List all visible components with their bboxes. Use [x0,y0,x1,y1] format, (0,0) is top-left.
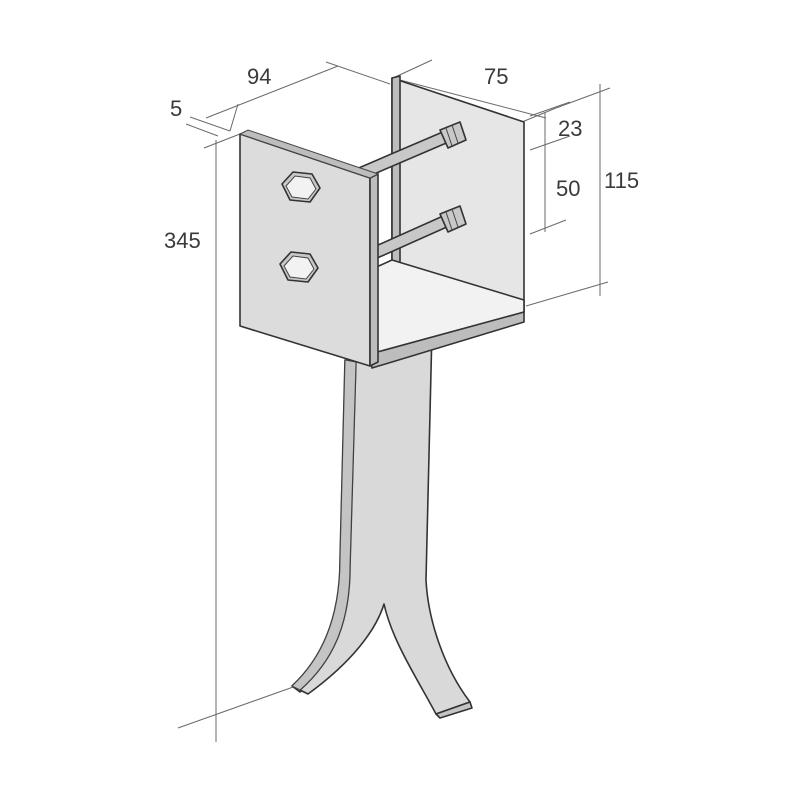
ground-spike-stem [291,329,473,719]
stem-edge-strip [291,359,357,691]
dim-tick-width-left [229,103,239,132]
dim-tick-23-bottom [529,135,571,151]
hex-nut-bottom-face [283,255,315,280]
hex-nut-top [281,171,321,203]
dim-label-total-height: 345 [164,228,201,253]
dim-tick-total-height-top [203,133,241,149]
dim-label-bolt-spacing: 50 [556,176,580,201]
dim-tick-depth-right [521,107,557,123]
dim-tick-115-top [555,87,611,109]
dim-tick-width-right [325,61,391,85]
dimension-lines [177,59,611,742]
bracket-left-plate-edge [369,173,379,367]
dim-tick-thickness-a [189,116,231,132]
bolt-top-thread-line-1 [445,127,453,147]
stem-right-prong-edge [435,701,473,719]
dim-tick-thickness-b [185,123,219,137]
dim-label-thickness: 5 [170,96,182,121]
bolt-top-thread-line-2 [451,124,459,144]
dim-label-bracket-height: 115 [604,168,639,193]
bracket-left-plate-top-edge [238,129,380,179]
dim-tick-23-top [529,101,571,117]
dim-label-depth: 75 [484,64,508,89]
hex-nut-top-face [285,175,317,200]
dim-label-top-offset: 23 [558,116,582,141]
bolt-bottom-thread-line-1 [445,211,453,231]
dim-line-width [205,65,339,119]
dim-tick-50-bottom [529,219,567,235]
hex-nut-bottom [279,251,319,283]
dim-label-width: 94 [247,64,271,89]
u-bracket [238,75,525,369]
dim-tick-total-height-bottom [177,685,297,729]
dim-tick-115-bottom [525,281,609,307]
bolt-bottom-thread-line-2 [451,208,459,228]
dimension-labels: 5 94 75 23 50 115 345 [164,64,639,253]
dim-line-depth [399,79,547,119]
dim-tick-depth-left [392,59,433,79]
